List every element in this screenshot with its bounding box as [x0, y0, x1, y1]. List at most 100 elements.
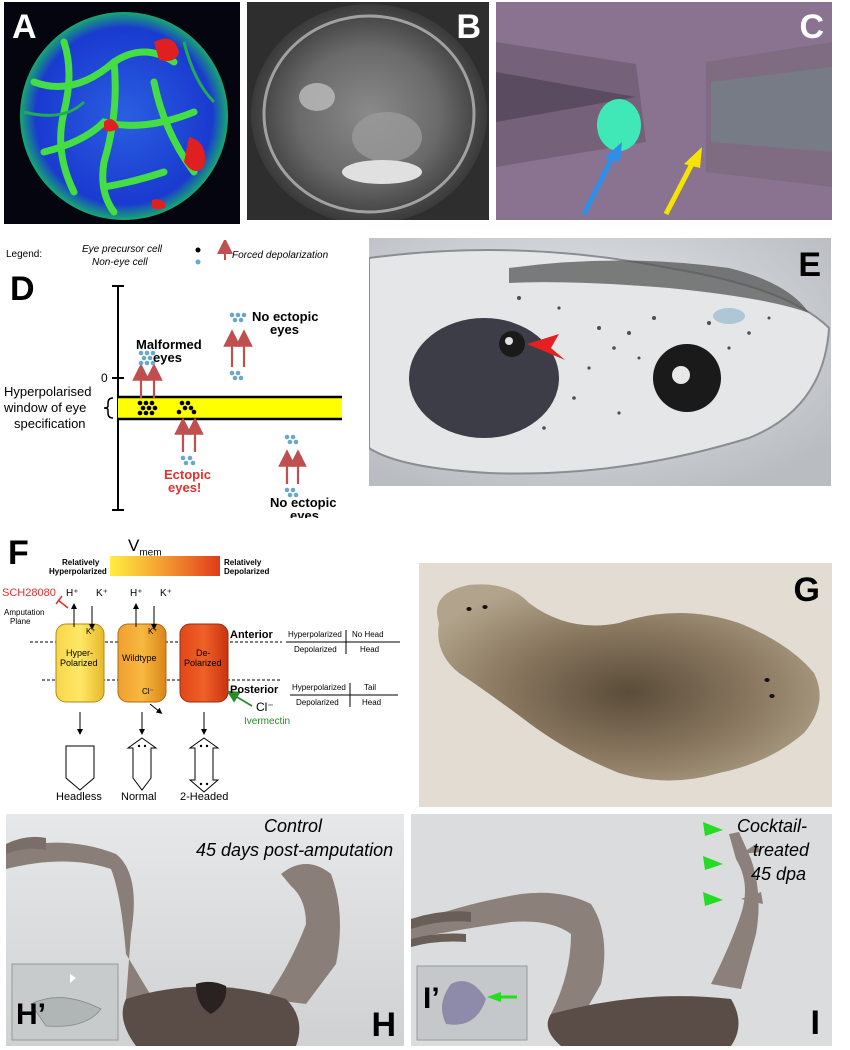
- panel-c-label: C: [799, 8, 824, 46]
- hyperpolarized-cylinder: [55, 623, 105, 703]
- panel-i: Cocktail- treated 45 dpa I’ I: [411, 814, 832, 1046]
- ectopic-eyes-1: Ectopic: [164, 467, 211, 482]
- malformed-label-1: Malformed: [136, 337, 202, 352]
- hplus-2: H⁺: [130, 588, 143, 599]
- window-label-3: specification: [14, 416, 86, 431]
- table1-r2c2: Head: [360, 645, 380, 654]
- cminus-outside: Cl⁻: [256, 700, 274, 714]
- rel-depol-1: Relatively: [224, 558, 262, 567]
- panel-a-label: A: [12, 8, 37, 46]
- panel-h-caption-1: Control: [264, 816, 323, 836]
- rel-depol-2: Depolarized: [224, 567, 270, 576]
- kplus-2: K⁺: [160, 588, 172, 599]
- panel-h-caption-2: 45 days post-amputation: [196, 840, 394, 860]
- no-ectopic-bottom-1: No ectopic: [270, 495, 337, 510]
- panel-g-image: [437, 584, 820, 781]
- legend-forced-depolarization: Forced depolarization: [232, 250, 329, 261]
- panel-d-label: D: [10, 270, 35, 308]
- headless-label: Headless: [56, 791, 102, 803]
- panel-d-diagram: [103, 240, 342, 511]
- cyl1-label-2: Polarized: [60, 658, 98, 668]
- no-ectopic-bottom-2: eyes: [290, 508, 319, 518]
- vmem-main: V: [128, 536, 140, 555]
- panel-b-label: B: [456, 8, 481, 46]
- vmem-label: Vmem: [128, 536, 162, 558]
- panel-e: E: [369, 238, 831, 486]
- panel-i-caption-1: Cocktail-: [737, 816, 808, 836]
- malformed-label-2: eyes: [153, 350, 182, 365]
- no-ectopic-top-2: eyes: [270, 322, 299, 337]
- kplus-inside-1: K⁺: [86, 627, 96, 636]
- cyl2-label: Wildtype: [122, 653, 157, 663]
- legend-eye-dot: [195, 247, 201, 253]
- panel-g: G: [419, 563, 832, 807]
- vmem-gradient-bar: [110, 556, 220, 576]
- legend-noneye-dot: [195, 259, 201, 265]
- panel-b: B: [247, 2, 489, 220]
- panel-i-caption-3: 45 dpa: [751, 864, 807, 884]
- normal-worm: [126, 737, 158, 791]
- malformed-eye-cluster: [137, 400, 158, 416]
- panel-h-label: H: [371, 1006, 396, 1044]
- green-arrowhead-3: [703, 892, 723, 906]
- cminus-inside: Cl⁻: [142, 687, 154, 696]
- cyl3-label-1: De-: [196, 648, 211, 658]
- panel-f-label: F: [8, 534, 29, 572]
- panel-h-inset-label: H’: [16, 998, 46, 1031]
- posterior-label: Posterior: [230, 684, 279, 696]
- legend-noneye-cell: Non-eye cell: [92, 257, 148, 268]
- wildtype-cylinder: [117, 623, 167, 703]
- panel-i-image: [411, 814, 832, 1046]
- rel-hyper-2: Hyperpolarized: [49, 567, 107, 576]
- vmem-sub: mem: [139, 547, 162, 559]
- kplus-inside-2: K⁺: [148, 627, 158, 636]
- table1-r1c2: No Head: [352, 630, 384, 639]
- panel-i-label: I: [810, 1004, 820, 1042]
- depolarized-cylinder: [179, 623, 229, 703]
- table2-r1c1: Hyperpolarized: [292, 683, 346, 692]
- cyl1-label-1: Hyper-: [66, 648, 94, 658]
- rel-hyper-1: Relatively: [62, 558, 100, 567]
- normal-label: Normal: [121, 791, 157, 803]
- green-arrowhead-1: [703, 822, 723, 836]
- panel-b-image: [251, 4, 487, 220]
- sch28080-label: SCH28080: [2, 587, 56, 599]
- headless-worm: [65, 745, 95, 791]
- two-headed-worm: [188, 737, 220, 793]
- hplus-1: H⁺: [66, 588, 79, 599]
- panel-e-label: E: [798, 246, 821, 284]
- panel-a-image: [20, 12, 228, 220]
- panel-f-diagram: [30, 595, 400, 793]
- table2-r2c2: Head: [362, 698, 382, 707]
- legend-eye-cell: Eye precursor cell: [82, 244, 163, 255]
- table1-r1c1: Hyperpolarized: [288, 630, 342, 639]
- table1-r2c1: Depolarized: [294, 645, 337, 654]
- ivermectin-label: Ivermectin: [244, 716, 291, 727]
- panel-f: F Vmem Relatively Hyperpolarized Relativ…: [0, 534, 410, 806]
- ectopic-eyes-2: eyes!: [168, 480, 202, 495]
- amputation-label-1: Amputation: [4, 608, 45, 617]
- panel-g-label: G: [793, 571, 820, 609]
- axis-zero: 0: [101, 371, 108, 385]
- panel-h-image: [6, 814, 404, 1046]
- green-arrowhead-2: [703, 856, 723, 870]
- legend-prefix: Legend:: [6, 249, 43, 260]
- panel-i-inset-label: I’: [423, 982, 440, 1015]
- window-label-2: window of eye: [4, 400, 87, 415]
- hyperpolarised-window: [118, 397, 342, 419]
- panel-d: Legend: Eye precursor cell Non-eye cell …: [0, 240, 360, 518]
- panel-a: A: [4, 2, 240, 224]
- window-label-1: Hyperpolarised: [4, 384, 92, 399]
- panel-c-image: [496, 2, 832, 220]
- table2-r2c1: Depolarized: [296, 698, 339, 707]
- anterior-label: Anterior: [230, 629, 273, 641]
- kplus-1: K⁺: [96, 588, 108, 599]
- panel-i-caption-2: treated: [753, 840, 810, 860]
- table2-r1c2: Tail: [364, 683, 377, 692]
- two-headed-label: 2-Headed: [180, 791, 229, 803]
- panel-e-image: [369, 238, 831, 486]
- amputation-label-2: Plane: [10, 617, 31, 626]
- no-ectopic-top-1: No ectopic: [252, 309, 319, 324]
- cyl3-label-2: Polarized: [184, 658, 222, 668]
- panel-h: Control 45 days post-amputation H’ H: [6, 814, 404, 1046]
